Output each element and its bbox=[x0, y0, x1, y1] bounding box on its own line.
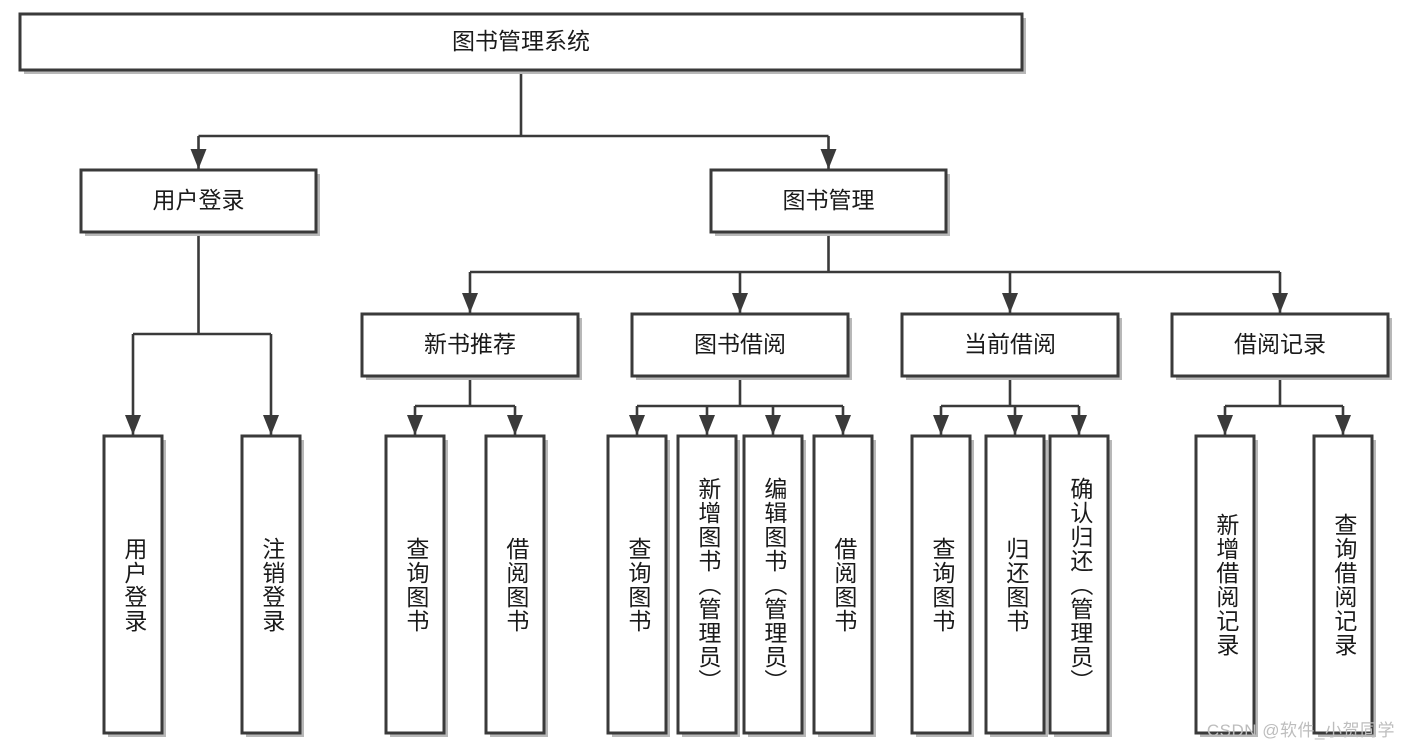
node-new-book-rec-label: 新书推荐 bbox=[424, 331, 516, 357]
node-current-borrow[interactable] bbox=[900, 312, 1120, 378]
node-borrow-record-label: 借阅记录 bbox=[1234, 331, 1326, 357]
arrow-head-icon bbox=[125, 415, 141, 435]
node-boxes bbox=[18, 12, 1392, 737]
node-leaf-user-login[interactable] bbox=[102, 434, 164, 735]
node-leaf-confirm-return[interactable] bbox=[1048, 434, 1110, 735]
arrow-head-icon bbox=[699, 415, 715, 435]
arrow-head-icon bbox=[190, 149, 207, 169]
node-leaf-query-record[interactable] bbox=[1312, 434, 1374, 735]
node-leaf-add-record[interactable] bbox=[1194, 434, 1256, 735]
node-leaf-query-book-rec[interactable] bbox=[384, 434, 446, 735]
arrow-head-icon bbox=[933, 415, 949, 435]
node-book-borrow-label: 图书借阅 bbox=[694, 331, 786, 357]
arrow-head-icon bbox=[507, 415, 523, 435]
arrow-head-icon bbox=[1335, 415, 1351, 435]
node-leaf-logout[interactable] bbox=[240, 434, 302, 735]
connector-edges bbox=[125, 70, 1351, 435]
node-user-login-label: 用户登录 bbox=[153, 187, 245, 213]
arrow-head-icon bbox=[407, 415, 423, 435]
node-book-borrow[interactable] bbox=[630, 312, 850, 378]
node-leaf-query-book-bw[interactable] bbox=[606, 434, 668, 735]
node-leaf-add-book[interactable] bbox=[676, 434, 738, 735]
node-book-manage[interactable] bbox=[709, 168, 948, 234]
arrow-head-icon bbox=[1071, 415, 1087, 435]
node-leaf-borrow-book-rec[interactable] bbox=[484, 434, 546, 735]
node-new-book-rec[interactable] bbox=[360, 312, 580, 378]
arrow-head-icon bbox=[462, 293, 478, 313]
node-leaf-borrow-book-bw[interactable] bbox=[812, 434, 874, 735]
arrow-head-icon bbox=[629, 415, 645, 435]
node-book-manage-label: 图书管理 bbox=[783, 187, 875, 213]
arrow-head-icon bbox=[263, 415, 279, 435]
watermark-text: CSDN @软件_小贺同学 bbox=[1206, 721, 1395, 740]
node-current-borrow-label: 当前借阅 bbox=[964, 331, 1056, 357]
node-user-login[interactable] bbox=[79, 168, 318, 234]
arrow-head-icon bbox=[820, 149, 837, 169]
node-root[interactable] bbox=[18, 12, 1024, 72]
node-leaf-return-book[interactable] bbox=[984, 434, 1046, 735]
arrow-head-icon bbox=[765, 415, 781, 435]
arrow-head-icon bbox=[835, 415, 851, 435]
arrow-head-icon bbox=[732, 293, 748, 313]
arrow-head-icon bbox=[1272, 293, 1288, 313]
arrow-head-icon bbox=[1217, 415, 1233, 435]
node-leaf-edit-book[interactable] bbox=[742, 434, 804, 735]
node-leaf-query-book-cb[interactable] bbox=[910, 434, 972, 735]
arrow-head-icon bbox=[1002, 293, 1018, 313]
node-borrow-record[interactable] bbox=[1170, 312, 1390, 378]
arrow-head-icon bbox=[1007, 415, 1023, 435]
node-root-label: 图书管理系统 bbox=[452, 28, 590, 54]
